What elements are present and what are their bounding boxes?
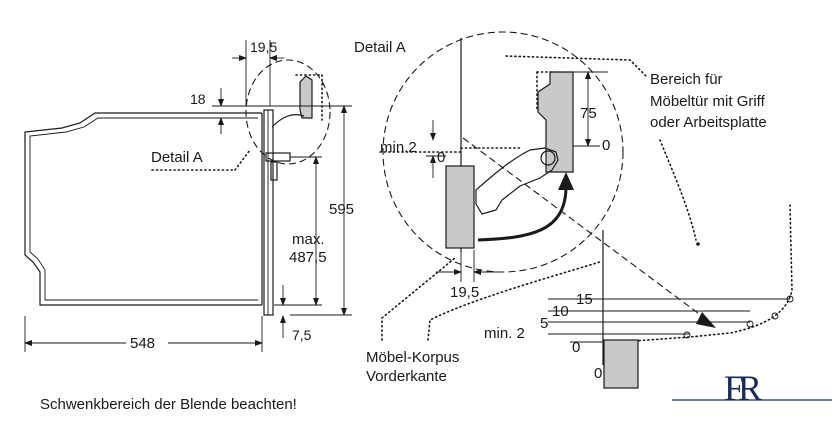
dim-595-label: 595: [329, 201, 354, 218]
dim-19-5-bottom-label: 19,5: [450, 284, 479, 301]
oven-side-view: [24, 109, 291, 316]
brand-logo: FR: [672, 368, 832, 408]
swing-arrow: [477, 187, 568, 242]
dimension-19-5-bottom: 19,5: [436, 250, 500, 301]
door-panel-detail: [445, 165, 475, 249]
furniture-label-line1: Möbel-Korpus: [366, 349, 459, 366]
dim-7-5-label: 7,5: [292, 327, 312, 343]
oven-body-outline: [24, 112, 262, 306]
area-label-line3: oder Arbeitsplatte: [650, 114, 767, 131]
scale-15-label: 15: [576, 291, 593, 308]
scale-min2-label: min. 2: [484, 325, 525, 342]
dim-min2-detail-label: min.2: [380, 139, 417, 156]
hinge-small: [299, 75, 313, 119]
dimension-18: 18: [190, 88, 350, 134]
dim-0-detail-label: 0: [437, 149, 445, 166]
dimension-595: 595: [290, 105, 354, 316]
swing-range-scale: 15 10 5 min. 2 0 0: [484, 204, 794, 389]
detail-a-left-label: Detail A: [151, 149, 203, 166]
swing-range-note: Schwenkbereich der Blende beachten!: [40, 396, 297, 413]
dim-75-label: 75: [580, 105, 597, 122]
oven-door-panel: [263, 109, 274, 316]
hinge-arm-detail: [475, 147, 559, 215]
oven-handle: [265, 152, 291, 162]
dimension-548: 548: [24, 316, 263, 353]
scale-5-label: 5: [540, 315, 548, 332]
detail-a-title: Detail A: [354, 39, 406, 56]
detail-a-marker-circle: [245, 59, 331, 165]
dim-18-label: 18: [190, 91, 206, 107]
dimension-min2-detail: min.2 0: [380, 120, 446, 178]
hinge-bracket-detail: [537, 71, 574, 173]
logo-text: FR: [724, 368, 762, 408]
dimension-7-5: 7,5: [280, 285, 312, 343]
dimension-75: 75 0: [573, 71, 610, 154]
dim-0-right-label: 0: [602, 137, 610, 154]
door-panel-scale: [603, 339, 639, 389]
scale-0-lower-label: 0: [594, 365, 602, 382]
scale-0-label: 0: [572, 339, 580, 356]
dim-487-5-label: 487,5: [289, 249, 327, 266]
dimension-487-5: max. 487,5: [274, 156, 327, 306]
swing-diagonal-arrow: [462, 137, 711, 323]
area-label-line2: Möbeltür mit Griff: [650, 93, 766, 110]
dim-548-label: 548: [130, 335, 155, 352]
area-label-line1: Bereich für: [650, 71, 723, 88]
detail-a-circle: [382, 31, 624, 273]
dim-max-label: max.: [292, 231, 325, 248]
scale-10-label: 10: [552, 303, 569, 320]
oven-inner-outline: [29, 117, 258, 301]
furniture-label-line2: Vorderkante: [366, 368, 447, 385]
dimension-19-5-top: 19,5: [232, 39, 284, 106]
dim-19-5-top-label: 19,5: [250, 39, 277, 55]
